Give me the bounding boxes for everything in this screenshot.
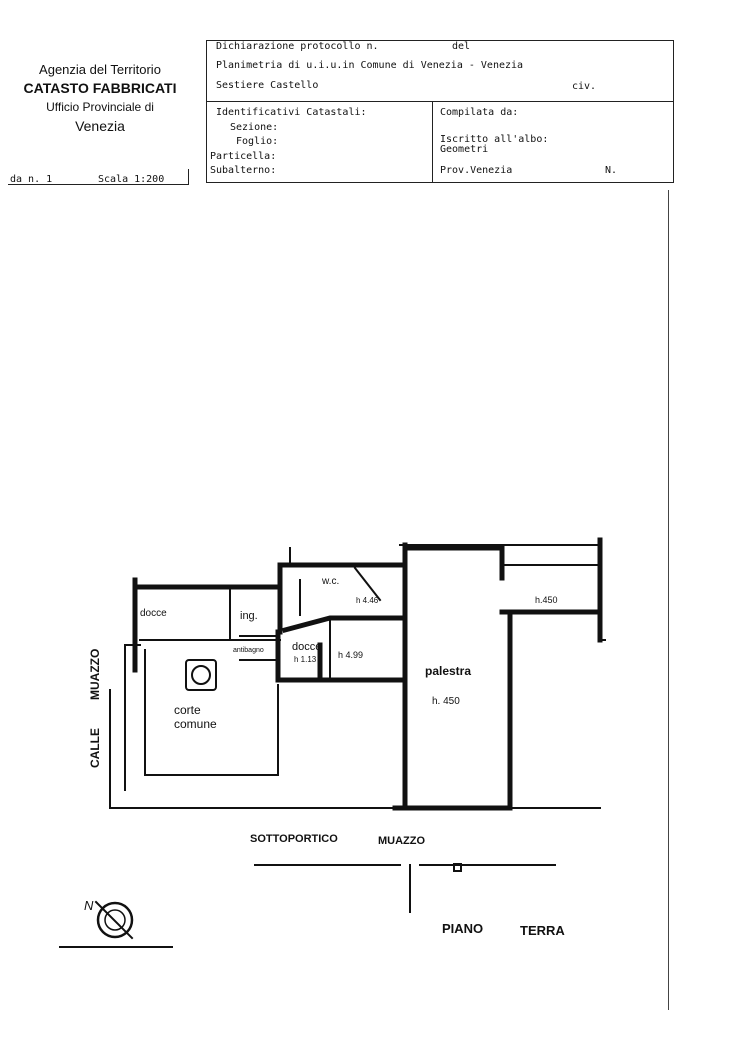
room-wc: w.c. bbox=[321, 576, 339, 587]
ident-title: Identificativi Catastali: bbox=[216, 107, 367, 118]
corte-label-1: corte bbox=[174, 703, 201, 717]
north-label: N bbox=[84, 898, 94, 913]
sheet-border bbox=[668, 190, 669, 1010]
address: Sestiere Castello bbox=[216, 80, 319, 91]
page-count: da n. 1 bbox=[10, 174, 53, 185]
geometri-label: Geometri bbox=[440, 144, 489, 155]
agency-name: Agenzia del Territorio bbox=[39, 62, 161, 77]
particella-label: Particella: bbox=[210, 151, 277, 162]
room-wc-height: h 4.46 bbox=[356, 596, 379, 605]
subalterno-label: Subalterno: bbox=[210, 165, 277, 176]
room-palestra: palestra bbox=[425, 664, 471, 678]
office-city: Venezia bbox=[75, 118, 125, 134]
room-palestra-height: h. 450 bbox=[432, 696, 460, 707]
catasto-title: CATASTO FABBRICATI bbox=[23, 80, 177, 96]
n-label: N. bbox=[605, 165, 618, 176]
sottoportico-muazzo-label: MUAZZO bbox=[378, 835, 425, 847]
compilata-label: Compilata da: bbox=[440, 107, 519, 118]
agency-block: Agenzia del Territorio CATASTO FABBRICAT… bbox=[0, 60, 200, 136]
piano-label: PIANO bbox=[442, 921, 483, 936]
room-docce-height: h 1.13 bbox=[294, 655, 317, 664]
corte-label-2: comune bbox=[174, 717, 217, 731]
street-muazzo: MUAZZO bbox=[88, 649, 102, 700]
room-docce-mid: docce bbox=[292, 641, 321, 653]
room-mid-height: h 4.99 bbox=[338, 650, 363, 660]
civ-label: civ. bbox=[572, 81, 597, 92]
plan-title: Planimetria di u.i.u.in Comune di Venezi… bbox=[216, 60, 524, 71]
del-label: del bbox=[452, 41, 471, 52]
scale-box bbox=[8, 169, 189, 185]
protocol-label: Dichiarazione protocollo n. bbox=[216, 41, 379, 52]
foglio-label: Foglio: bbox=[236, 136, 279, 147]
room-ing: ing. bbox=[240, 610, 258, 622]
sezione-label: Sezione: bbox=[230, 122, 279, 133]
prov-label: Prov.Venezia bbox=[440, 165, 513, 176]
terra-label: TERRA bbox=[520, 923, 565, 938]
header-divider bbox=[206, 101, 674, 102]
room-antibagno: antibagno bbox=[233, 647, 264, 654]
office-name: Ufficio Provinciale di bbox=[46, 100, 154, 114]
iscritto-label: Iscritto all'albo: bbox=[440, 134, 549, 145]
sottoportico-label: SOTTOPORTICO bbox=[250, 833, 338, 845]
scale-label: Scala 1:200 bbox=[98, 174, 165, 185]
room-right-height: h.450 bbox=[535, 595, 558, 605]
header-box bbox=[206, 40, 674, 183]
header-column-divider bbox=[432, 101, 433, 183]
street-calle: CALLE bbox=[88, 728, 102, 768]
room-docce-left: docce bbox=[140, 608, 167, 619]
